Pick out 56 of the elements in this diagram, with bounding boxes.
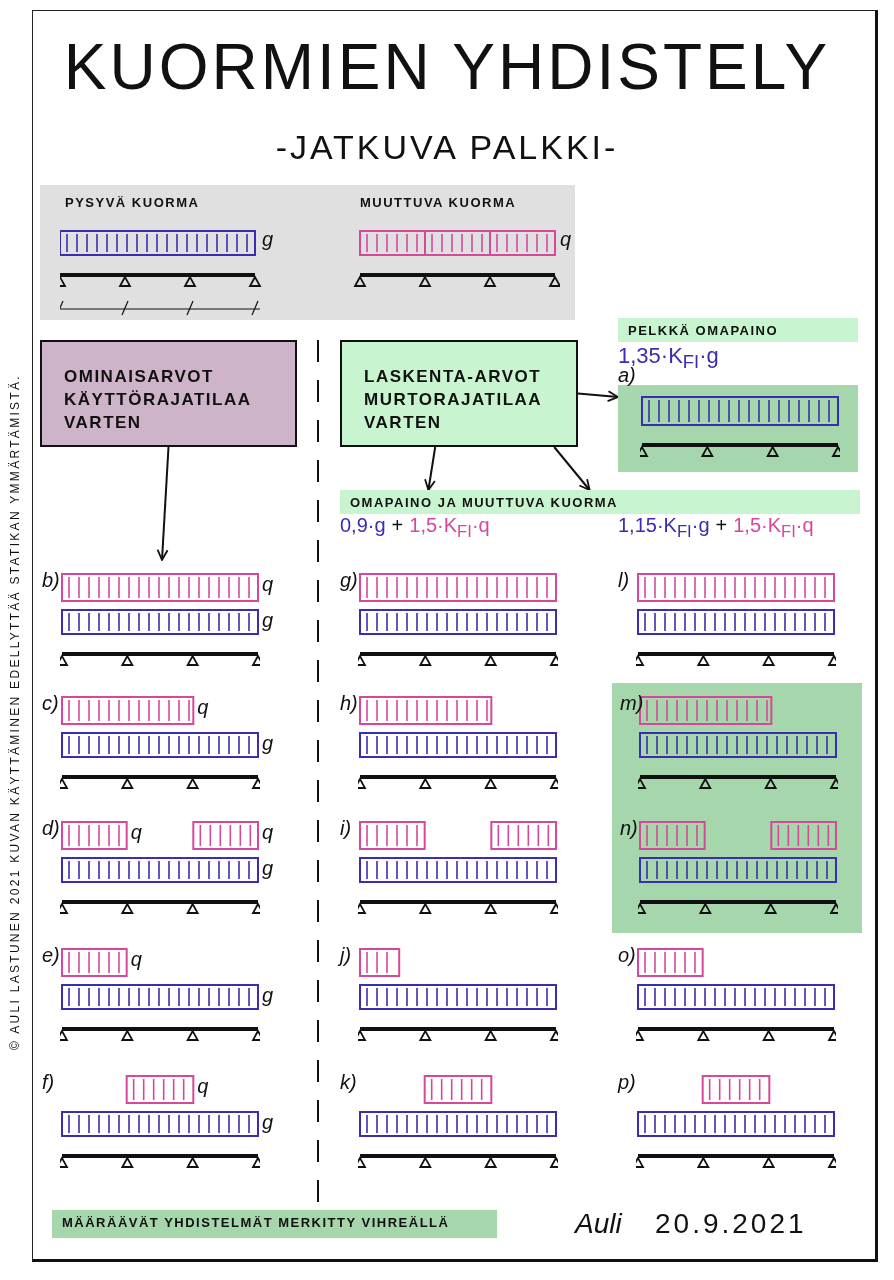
formula: + [715,514,728,537]
load-symbol: g [262,733,274,753]
process-box [340,340,578,447]
case-label: k) [340,1072,357,1092]
case-label: p) [618,1072,636,1092]
load-symbol: g [262,985,274,1005]
band-text: MÄÄRÄÄVÄT YHDISTELMÄT MERKITTY VIHREÄLLÄ [62,1215,450,1230]
load-symbol: g [262,858,274,878]
box-text: OMINAISARVOT KÄYTTÖRAJATILAA VARTEN [64,366,252,434]
panel-heading: MUUTTUVA KUORMA [360,195,517,210]
date: 20.9.2021 [655,1208,807,1240]
load-symbol: g [262,610,274,630]
heading-band [340,490,860,514]
title: KUORMIEN YHDISTELY [62,30,832,104]
load-symbol: q [560,229,572,249]
case-label: n) [620,818,638,838]
load-panel [40,185,575,320]
formula: 1,5·K$_{FI}$·q [409,514,490,542]
signature: Auli [575,1208,622,1240]
formula: 1,15·K$_{FI}$·g [618,514,710,542]
formula: 1,5·K$_{FI}$·q [733,514,814,542]
box-text: LASKENTA-ARVOT MURTORAJATILAA VARTEN [364,366,543,434]
case-label: f) [42,1072,55,1092]
arrow [553,446,591,491]
load-symbol: q [262,574,274,594]
load-symbol: q [197,1076,209,1096]
formula: 0,9·g [340,514,386,537]
case-label: e) [42,945,60,965]
case-label: b) [42,570,60,590]
case-label: o) [618,945,636,965]
note-band [52,1210,497,1238]
copyright-note: © AULI LASTUNEN 2021 KUVAN KÄYTTÄMINEN EDELLYTTÄÄ STATIKAN YMMÄRTÄMISTÄ. [8,373,23,1052]
case-label: g) [340,570,358,590]
process-box [40,340,297,447]
panel-heading: PYSYVÄ KUORMA [65,195,200,210]
case-label: d) [42,818,60,838]
case-label: c) [42,693,59,713]
subtitle: -JATKUVA PALKKI- [274,128,620,167]
load-symbol: q [130,822,142,842]
load-symbol: q [262,822,274,842]
arrow [424,446,437,491]
load-symbol: q [130,949,142,969]
heading-band [618,318,858,342]
highlight-panel [612,683,862,933]
load-symbol: g [262,1112,274,1132]
arrow [577,390,619,403]
load-symbol: g [262,229,274,249]
case-label: i) [340,818,352,838]
case-label: l) [618,570,630,590]
arrow [156,446,170,561]
band-text: PELKKÄ OMAPAINO [628,323,779,338]
load-symbol: q [197,697,209,717]
case-label: j) [340,945,352,965]
band-text: OMAPAINO JA MUUTTUVA KUORMA [350,495,618,510]
case-label: h) [340,693,358,713]
formula: + [391,514,404,537]
